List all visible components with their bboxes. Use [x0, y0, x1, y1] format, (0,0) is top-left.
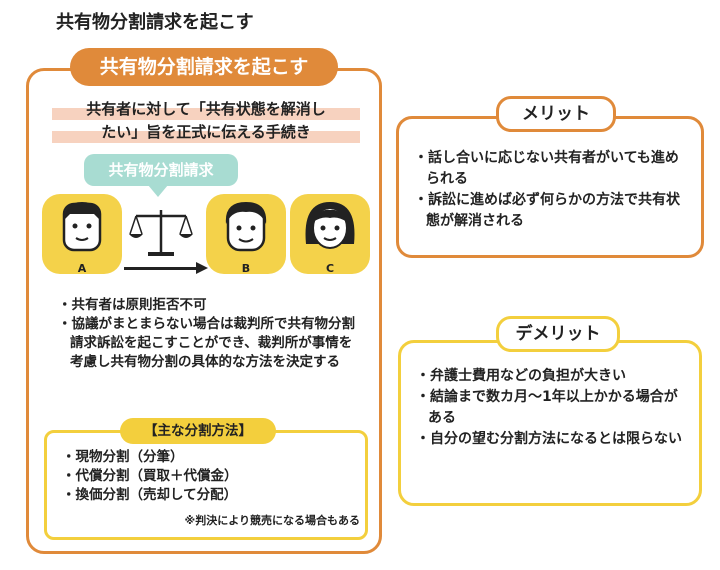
process-description-line1: 共有者に対して「共有状態を解消し: [52, 98, 360, 120]
demerit-item: ・弁護士費用などの負担が大きい: [416, 368, 626, 384]
request-bubble: 共有物分割請求: [84, 154, 238, 186]
process-label: 共有物分割請求を起こす: [70, 48, 338, 86]
scales-icon: [128, 206, 194, 260]
method-item: ・換価分割（売却して分配）: [62, 487, 238, 503]
methods-note: ※判決により競売になる場合もある: [184, 514, 360, 527]
person-c-avatar: [290, 194, 370, 274]
bubble-tail: [148, 185, 168, 197]
demerit-item: ・結論まで数カ月〜1年以上かかる場合がある: [416, 389, 678, 426]
woman-face-icon: [305, 202, 355, 249]
methods-list: ・現物分割（分筆） ・代償分割（買取＋代償金） ・換価分割（売却して分配）: [62, 448, 362, 505]
person-c-label: C: [325, 262, 335, 275]
method-item: ・現物分割（分筆）: [62, 449, 184, 465]
method-item: ・代償分割（買取＋代償金）: [62, 468, 238, 484]
process-points: ・共有者は原則拒否不可 ・協議がまとまらない場合は裁判所で共有物分割請求訴訟を起…: [58, 296, 358, 372]
merit-list: ・話し合いに応じない共有者がいても進められる ・訴訟に進めば必ず何らかの方法で共…: [414, 148, 688, 232]
demerit-list: ・弁護士費用などの負担が大きい ・結論まで数カ月〜1年以上かかる場合がある ・自…: [416, 366, 688, 450]
process-point: ・協議がまとまらない場合は裁判所で共有物分割請求訴訟を起こすことができ、裁判所が…: [58, 316, 355, 370]
arrow-line: [124, 267, 200, 270]
demerit-label: デメリット: [496, 316, 620, 352]
merit-item: ・話し合いに応じない共有者がいても進められる: [414, 150, 679, 187]
merit-item: ・訴訟に進めば必ず何らかの方法で共有状態が解消される: [414, 192, 680, 229]
man-face-icon: [225, 202, 267, 252]
process-point: ・共有者は原則拒否不可: [58, 297, 207, 313]
process-description-line2: たい」旨を正式に伝える手続き: [52, 121, 360, 143]
demerit-item: ・自分の望む分割方法になるとは限らない: [416, 431, 682, 447]
person-b-label: B: [241, 262, 251, 275]
man-face-icon: [62, 202, 102, 252]
arrow-right-icon: [196, 262, 208, 274]
person-a-avatar: [42, 194, 122, 274]
person-b-avatar: [206, 194, 286, 274]
merit-label: メリット: [496, 96, 616, 132]
methods-label: 【主な分割方法】: [120, 418, 276, 444]
person-a-label: A: [77, 262, 87, 275]
page-title: 共有物分割請求を起こす: [56, 12, 254, 33]
